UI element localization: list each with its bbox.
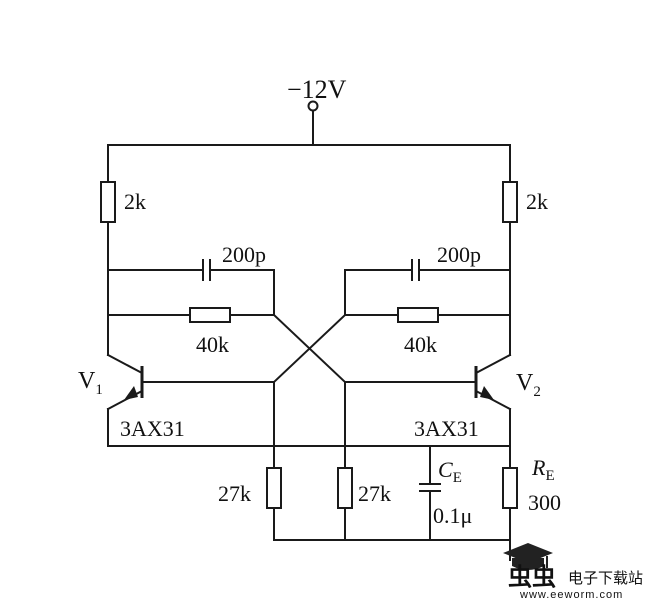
transistor-v1-type: 3AX31 (120, 416, 185, 441)
transistor-v1 (106, 353, 144, 447)
resistor-base-left (266, 467, 282, 509)
transistor-v2 (474, 353, 512, 447)
capacitor-right (411, 259, 420, 281)
resistor-feedback-right-label: 40k (404, 332, 437, 357)
transistor-v2-name: V2 (516, 370, 541, 400)
watermark-logo-icon (503, 543, 553, 570)
capacitor-left (202, 259, 211, 281)
resistor-feedback-left-label: 40k (196, 332, 229, 357)
cross-wire-right-to-left (272, 313, 347, 384)
transistor-v2-type: 3AX31 (414, 416, 479, 441)
resistor-load-right-label: 2k (526, 189, 548, 214)
capacitor-emitter (419, 483, 441, 492)
capacitor-left-label: 200p (222, 242, 266, 267)
watermark: 虫虫 电子下载站 www.eeworm.com (503, 543, 643, 601)
resistor-feedback-right (397, 307, 439, 323)
capacitor-right-label: 200p (437, 242, 481, 267)
resistor-load-left (100, 181, 116, 223)
capacitor-emitter-value: 0.1μ (433, 503, 472, 528)
watermark-url: www.eeworm.com (519, 589, 623, 601)
resistor-feedback-left (189, 307, 231, 323)
supply-terminal (307, 100, 319, 146)
resistor-emitter-symbol: RE (531, 455, 555, 484)
watermark-site-name: 电子下载站 (568, 570, 643, 587)
resistor-emitter-value: 300 (528, 490, 561, 515)
watermark-brand: 虫虫 (508, 563, 556, 591)
capacitor-emitter-symbol: CE (438, 457, 462, 486)
transistor-v1-name: V1 (78, 368, 103, 398)
resistor-load-right (502, 181, 518, 223)
supply-label: −12V (287, 75, 347, 104)
resistor-base-right (337, 467, 353, 509)
resistor-base-right-label: 27k (358, 481, 391, 506)
resistor-load-left-label: 2k (124, 189, 146, 214)
resistor-emitter (502, 467, 518, 509)
resistor-base-left-label: 27k (218, 481, 251, 506)
